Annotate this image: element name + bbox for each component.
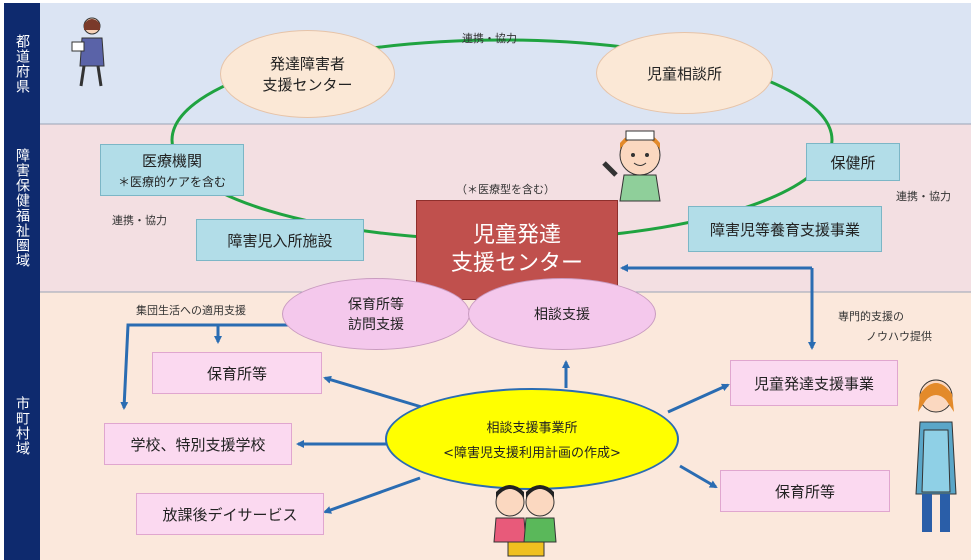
label-coop-left: 連携・協力 [112,214,167,227]
arrow-group-life [120,323,290,410]
label-coop-top: 連携・協力 [462,32,517,45]
region-label-health-welfare-area: 障害保健福祉圏域 [4,124,40,292]
node-nursery-right: 保育所等 [720,470,890,512]
node-nursery-visit-support: 保育所等 訪問支援 [282,278,470,350]
node-residential-facility: 障害児入所施設 [196,219,364,261]
node-medical-institution: 医療機関 ＊医療的ケアを含む [100,144,244,196]
node-child-guidance-center: 児童相談所 [596,32,773,114]
arrow-to-nursery-left [323,375,426,410]
officer-woman-illustration [71,17,105,87]
caregiver-woman-illustration [915,379,957,532]
node-health-center: 保健所 [806,143,900,181]
support-arrows [120,264,816,514]
arrow-to-nursery-right [679,464,718,489]
arrow-to-child-dev-program [667,383,730,414]
region-label-prefecture: 都道府県 [4,3,40,124]
label-expert-support-2: ノウハウ提供 [866,330,932,343]
label-coop-right: 連携・協力 [896,190,951,203]
arrow-to-after-school [323,476,421,514]
node-consultation-support: 相談支援 [468,278,656,350]
label-group-life-support: 集団生活への適用支援 [136,304,246,317]
children-illustration [493,485,557,557]
nurse-illustration [602,130,661,202]
node-nursery-left: 保育所等 [152,352,322,394]
node-consultation-office: 相談支援事業所 <障害児支援利用計画の作成> [385,388,679,490]
node-after-school-day-service: 放課後デイサービス [136,493,324,535]
label-expert-support-1: 専門的支援の [838,310,904,323]
node-child-dev-support-program: 児童発達支援事業 [730,360,898,406]
band-prefecture [40,3,971,124]
label-medical-type-note: （＊医療型を含む） [456,183,555,196]
node-schools: 学校、特別支援学校 [104,423,292,465]
region-label-municipality: 市町村域 [4,292,40,560]
node-dev-disability-support-center: 発達障害者 支援センター [220,30,395,118]
node-disabled-child-care-support: 障害児等養育支援事業 [688,206,882,252]
